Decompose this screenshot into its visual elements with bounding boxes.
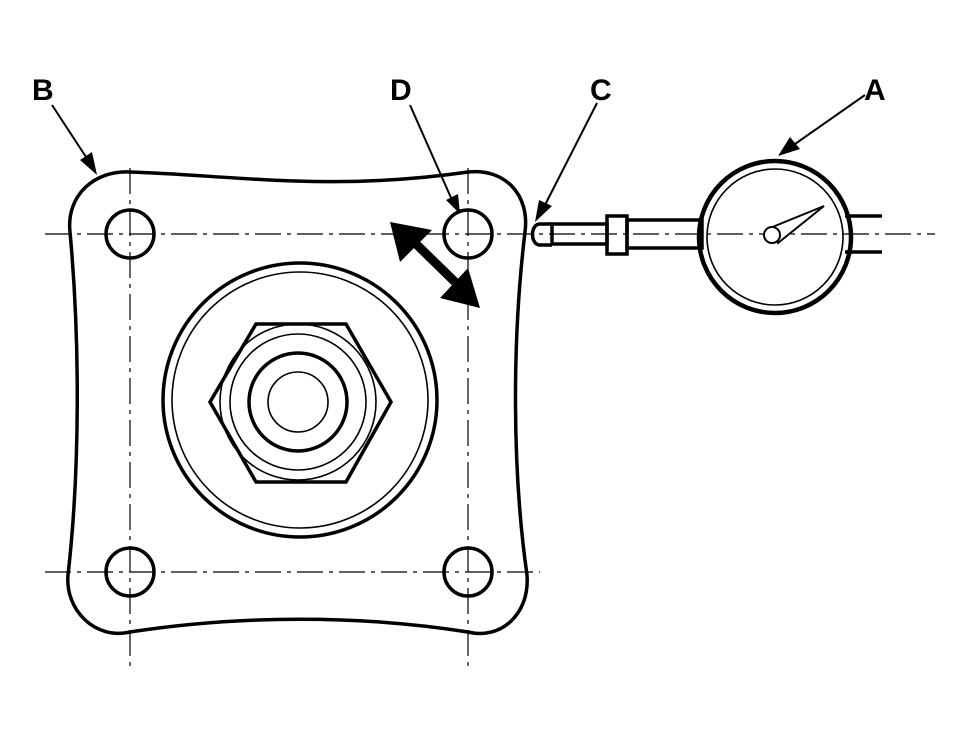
hub-center (161, 261, 439, 539)
callout-label-b: B (32, 74, 54, 107)
stud-hole-top-left (104, 208, 156, 260)
hub-flange (66, 169, 529, 636)
hub-nut (207, 322, 394, 484)
stud-hole-bottom-right (442, 546, 494, 598)
callout-leaders (51, 94, 866, 222)
callout-label-a: A (864, 74, 886, 107)
wheel-stud-hole (442, 208, 494, 260)
dial-indicator-plunger (530, 222, 552, 247)
callout-label-d: D (390, 74, 412, 107)
dial-indicator (530, 158, 882, 316)
callout-label-c: C (590, 74, 612, 107)
wheel-stud-holes (104, 208, 494, 598)
stud-hole-bottom-left (104, 546, 156, 598)
center-lines (45, 168, 935, 668)
runout-direction-arrow (390, 222, 480, 308)
